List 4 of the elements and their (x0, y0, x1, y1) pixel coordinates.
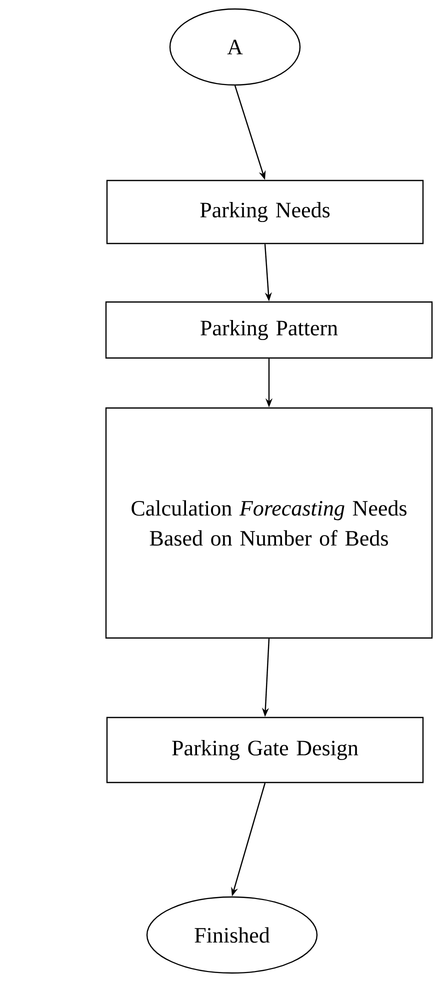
process-box: Calculation Forecasting Needs Based on Number of Beds (105, 407, 433, 639)
process-box: Parking Pattern (105, 301, 433, 359)
process-box: Parking Needs (106, 180, 424, 244)
process-box: Parking Gate Design (106, 716, 424, 784)
